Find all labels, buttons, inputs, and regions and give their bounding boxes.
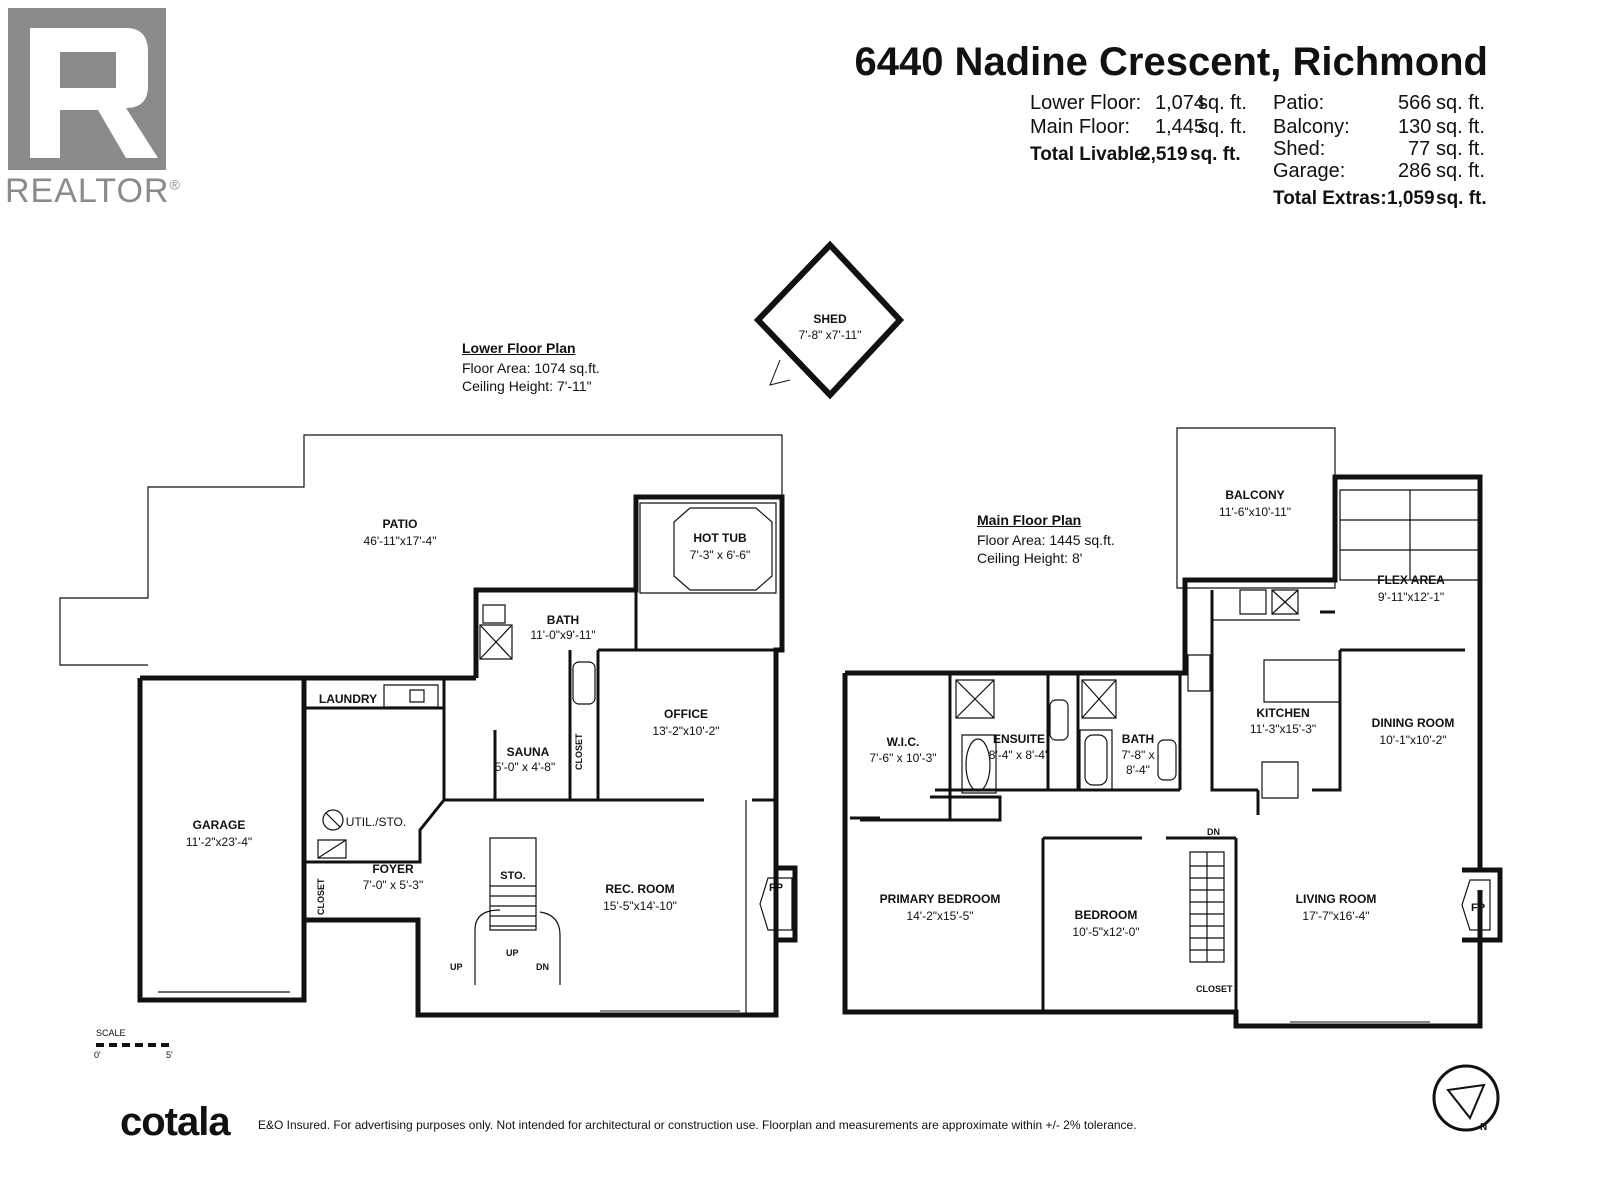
compass-icon: [1434, 1066, 1498, 1130]
room-dining: DINING ROOM: [1371, 716, 1455, 730]
garage-area-value: 286: [1398, 160, 1432, 182]
room-kitchen: KITCHEN: [1256, 706, 1310, 720]
lower-stair-up-center: UP: [506, 948, 519, 958]
patio-outline: [60, 435, 782, 665]
realtor-wordmark: REALTOR®: [5, 172, 181, 210]
room-ensuite: ENSUITE: [992, 732, 1046, 746]
room-wic: W.I.C.: [886, 735, 920, 749]
room-balcony-dim: 11'-6"x10'-11": [1218, 505, 1292, 519]
shed-dimensions: 7'-8" x7'-11": [798, 328, 862, 342]
main-floor-unit: sq. ft.: [1198, 116, 1247, 138]
lower-stair-up-left: UP: [450, 962, 463, 972]
lower-floor-unit: sq. ft.: [1198, 92, 1247, 114]
balcony-area-label: Balcony:: [1273, 116, 1350, 138]
realtor-r-icon: [30, 28, 158, 158]
room-lower-closet: CLOSET: [574, 733, 584, 770]
lower-plan-title: Lower Floor Plan: [462, 340, 576, 356]
room-office-dim: 13'-2"x10'-2": [652, 724, 720, 738]
room-bedroom: BEDROOM: [1074, 908, 1138, 922]
room-hot-tub-dim: 7'-3" x 6'-6": [689, 548, 751, 562]
room-kitchen-dim: 11'-3"x15'-3": [1249, 722, 1317, 736]
garage-area-label: Garage:: [1273, 160, 1346, 182]
total-livable-label: Total Livable:: [1030, 144, 1152, 165]
room-living: LIVING ROOM: [1295, 892, 1377, 906]
total-extras-value: 1,059: [1387, 188, 1435, 209]
main-fireplace: FP: [1470, 902, 1486, 914]
room-wic-dim: 7'-6" x 10'-3": [869, 751, 937, 765]
room-dining-dim: 10'-1"x10'-2": [1379, 733, 1447, 747]
patio-area-unit: sq. ft.: [1436, 92, 1485, 114]
lower-floor-value: 1,074: [1155, 92, 1206, 114]
shed-area-unit: sq. ft.: [1436, 138, 1485, 160]
room-util: UTIL./STO.: [345, 815, 407, 829]
room-foyer: FOYER: [372, 862, 414, 876]
shed-outline: [758, 245, 900, 395]
total-livable-unit: sq. ft.: [1190, 144, 1241, 165]
patio-area-value: 566: [1398, 92, 1432, 114]
room-foyer-closet: CLOSET: [316, 878, 326, 915]
main-floor-value: 1,445: [1155, 116, 1206, 138]
room-hot-tub: HOT TUB: [693, 531, 747, 545]
scale-label: SCALE: [96, 1028, 126, 1038]
shed-area-label: Shed:: [1273, 138, 1326, 160]
main-floor-walls: [845, 477, 1500, 1026]
cotala-logo: cotala: [120, 1100, 231, 1144]
lower-plan-ceiling: Ceiling Height: 7'-11": [462, 378, 592, 394]
patio-area-label: Patio:: [1273, 92, 1325, 114]
garage-area-unit: sq. ft.: [1436, 160, 1485, 182]
room-flex-area-dim: 9'-11"x12'-1": [1377, 590, 1445, 604]
room-laundry: LAUNDRY: [318, 692, 378, 706]
room-lower-bath: BATH: [546, 613, 580, 627]
room-sauna-dim: 5'-0" x 4'-8": [494, 760, 556, 774]
total-extras-unit: sq. ft.: [1436, 188, 1487, 209]
main-floor-label: Main Floor:: [1030, 116, 1131, 138]
lower-plan-area: Floor Area: 1074 sq.ft.: [462, 360, 600, 376]
main-plan-area: Floor Area: 1445 sq.ft.: [977, 532, 1115, 548]
room-main-bath: BATH: [1121, 732, 1155, 746]
main-plan-title: Main Floor Plan: [977, 512, 1082, 528]
room-main-closet: CLOSET: [1196, 984, 1233, 994]
room-patio-dim: 46'-11"x17'-4": [363, 534, 437, 548]
shed-area-value: 77: [1408, 138, 1431, 160]
lower-fireplace: FP: [768, 882, 784, 894]
room-main-bath-dim-1: 7'-8" x: [1121, 748, 1155, 762]
property-address: 6440 Nadine Crescent, Richmond: [854, 40, 1488, 84]
room-flex-area: FLEX AREA: [1377, 573, 1445, 587]
room-garage: GARAGE: [192, 818, 246, 832]
room-primary-bedroom: PRIMARY BEDROOM: [879, 892, 1001, 906]
total-extras-label: Total Extras:: [1273, 188, 1387, 209]
room-office: OFFICE: [664, 707, 708, 721]
lower-floor-walls: [140, 497, 795, 1015]
total-livable-value: 2,519: [1140, 144, 1188, 165]
main-plan-ceiling: Ceiling Height: 8': [977, 550, 1083, 566]
disclaimer-text: E&O Insured. For advertising purposes on…: [258, 1118, 1137, 1132]
room-balcony: BALCONY: [1225, 488, 1285, 502]
room-main-bath-dim-2: 8'-4": [1126, 763, 1150, 777]
room-storage: STO.: [500, 870, 526, 882]
room-primary-bedroom-dim: 14'-2"x15'-5": [906, 909, 974, 923]
balcony-area-unit: sq. ft.: [1436, 116, 1485, 138]
room-living-dim: 17'-7"x16'-4": [1302, 909, 1370, 923]
room-rec-room-dim: 15'-5"x14'-10": [603, 899, 677, 913]
room-foyer-dim: 7'-0" x 5'-3": [362, 878, 424, 892]
room-ensuite-dim: 8'-4" x 8'-4": [988, 748, 1050, 762]
scale-start: 0': [94, 1050, 101, 1060]
room-sauna: SAUNA: [506, 745, 550, 759]
compass-north-label: N: [1480, 1122, 1488, 1133]
lower-floor-label: Lower Floor:: [1030, 92, 1142, 114]
shed-label: SHED: [813, 312, 847, 326]
room-rec-room: REC. ROOM: [605, 882, 675, 896]
main-stair-down: DN: [1207, 827, 1220, 837]
room-garage-dim: 11'-2"x23'-4": [185, 835, 253, 849]
scale-end: 5': [166, 1050, 173, 1060]
room-lower-bath-dim: 11'-0"x9'-11": [530, 628, 596, 642]
balcony-area-value: 130: [1398, 116, 1432, 138]
lower-stair-down: DN: [536, 962, 549, 972]
room-bedroom-dim: 10'-5"x12'-0": [1072, 925, 1140, 939]
room-patio: PATIO: [382, 517, 418, 531]
